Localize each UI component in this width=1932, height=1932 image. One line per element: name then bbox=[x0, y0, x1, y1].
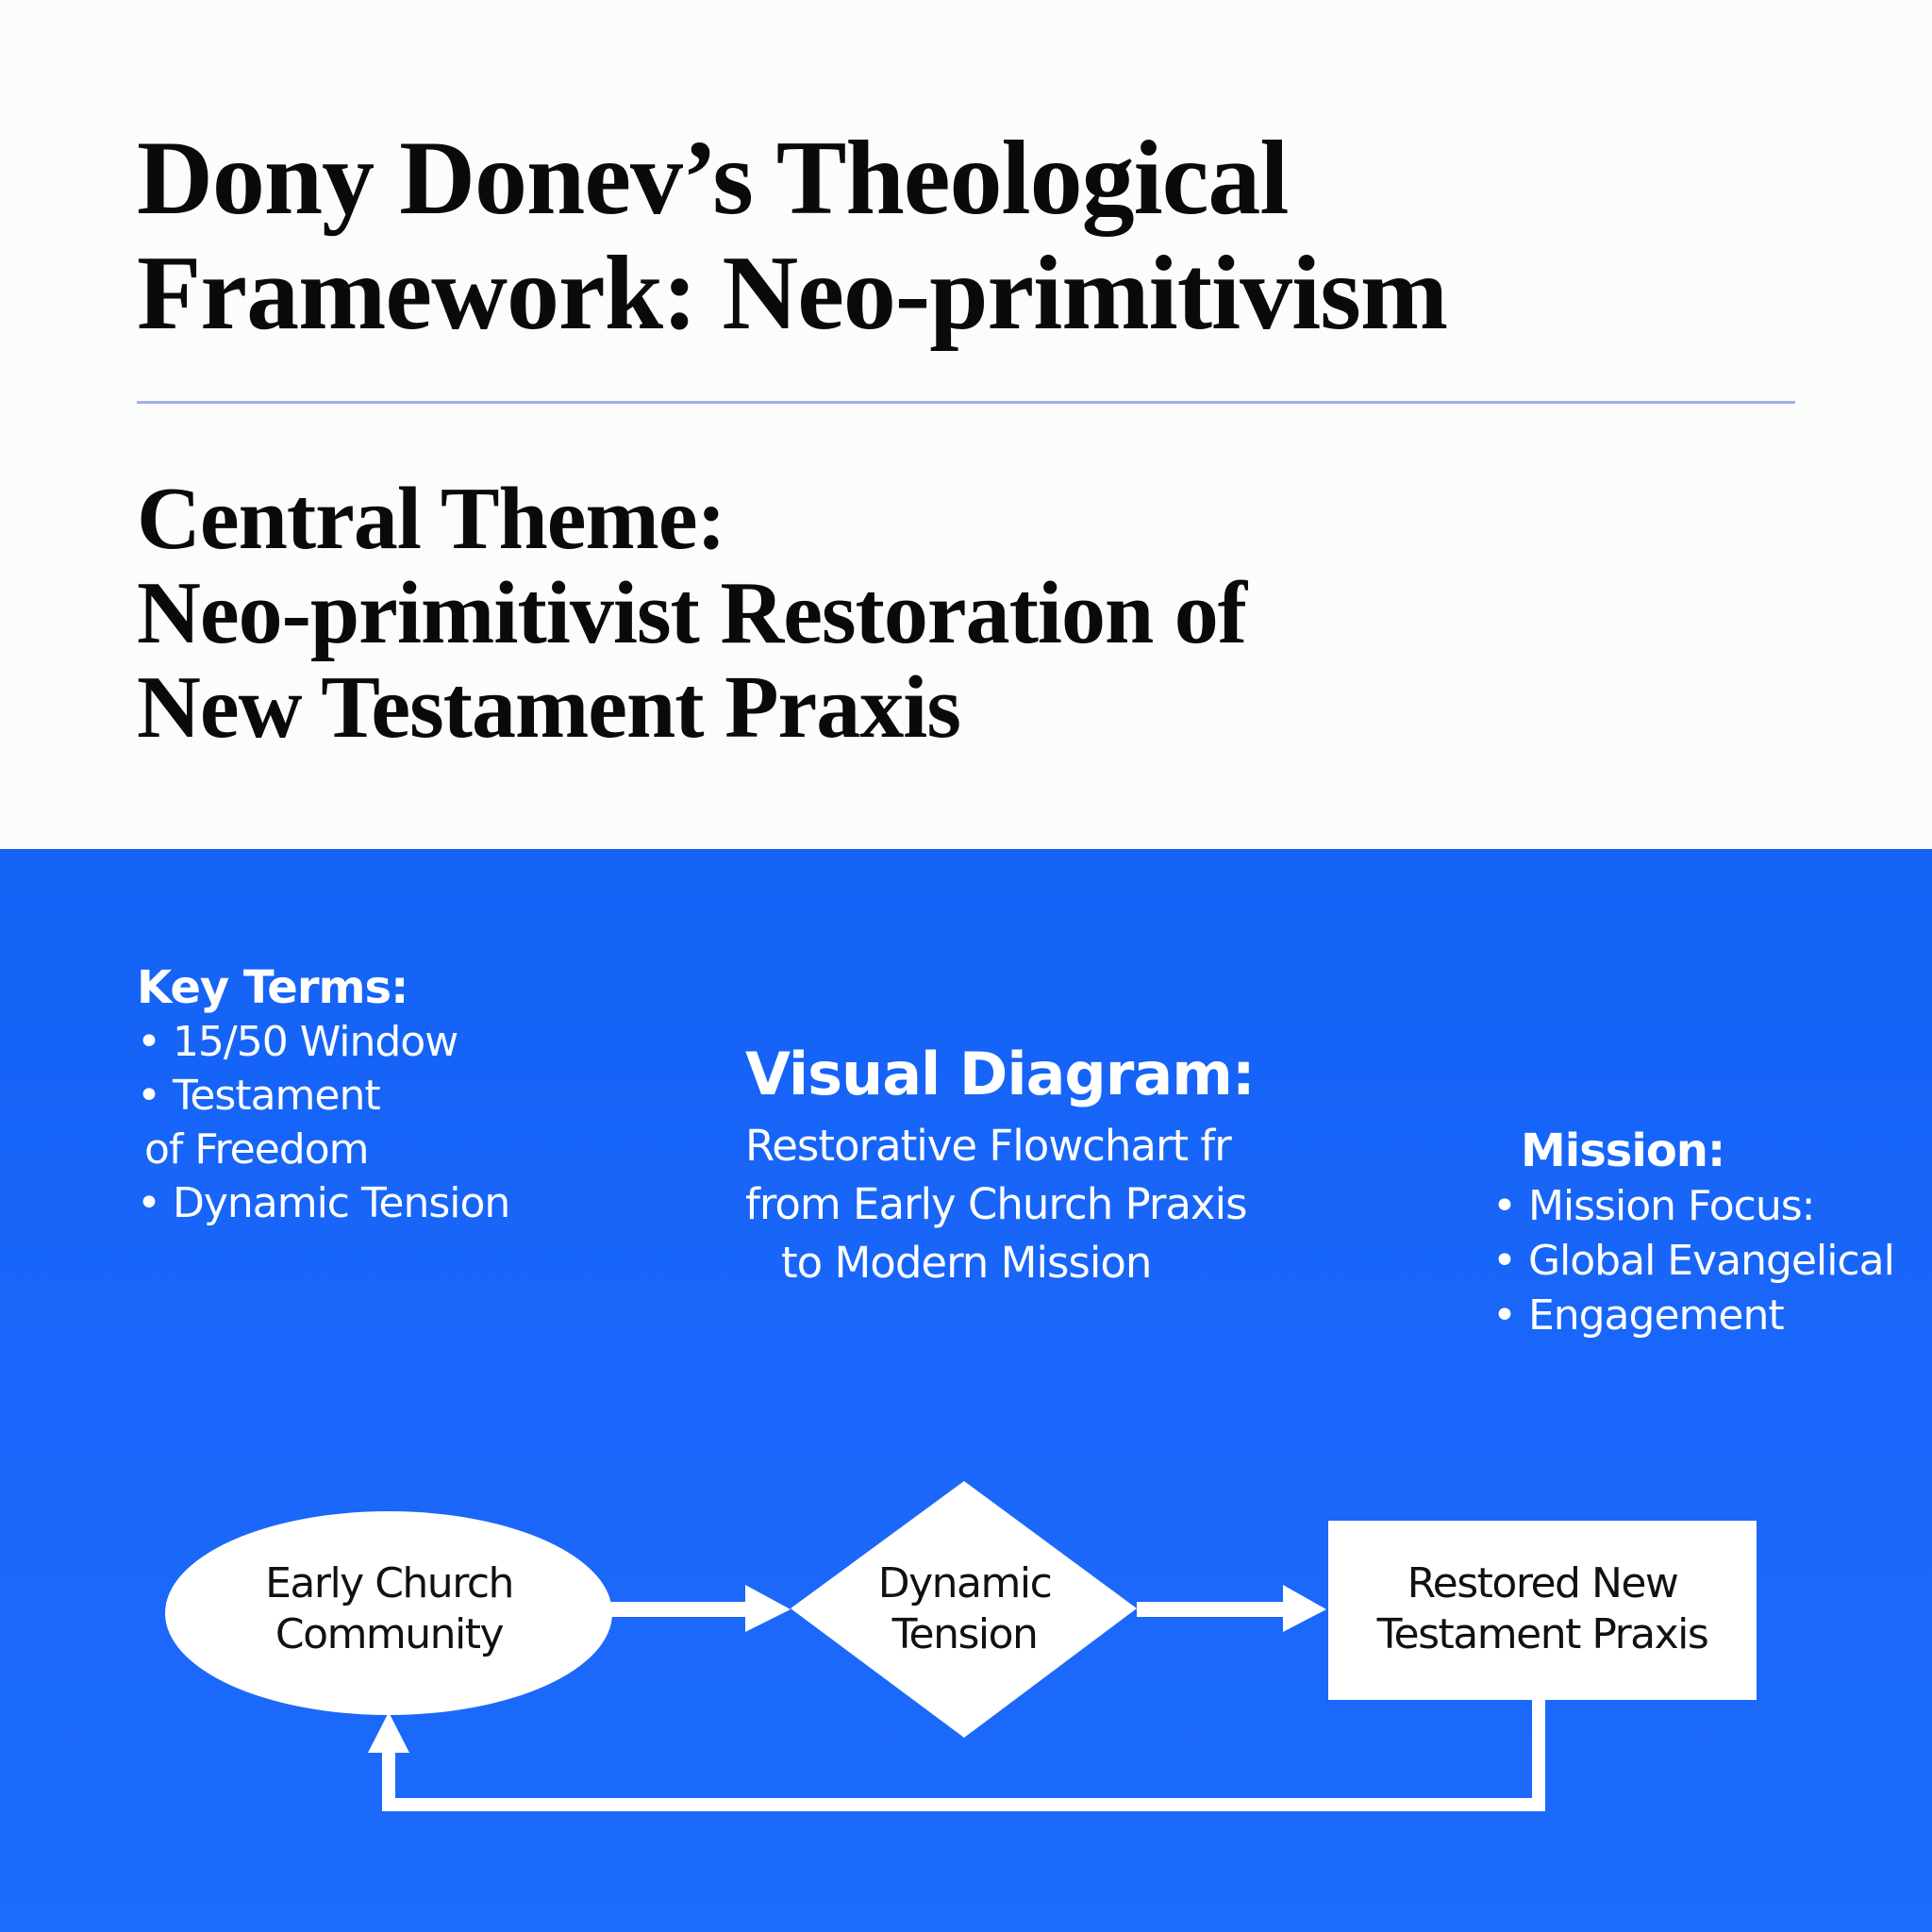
node-label-line: Testament Praxis bbox=[1376, 1610, 1709, 1658]
mission-item: • Engagement bbox=[1492, 1291, 1785, 1340]
central-theme-line-3: New Testament Praxis bbox=[137, 658, 961, 757]
node-label-line: Community bbox=[275, 1610, 505, 1658]
mission-item: • Global Evangelical bbox=[1492, 1237, 1895, 1285]
visual-diagram-heading: Visual Diagram: bbox=[745, 1040, 1256, 1108]
mission-panel: Mission: • Mission Focus: • Global Evang… bbox=[1492, 1123, 1895, 1343]
key-term-item: • 15/50 Window bbox=[137, 1018, 458, 1066]
node-restored-praxis-label: Restored New Testament Praxis bbox=[1328, 1558, 1757, 1660]
node-label-line: Restored New bbox=[1407, 1559, 1679, 1607]
page-title: Dony Donev’s Theological Framework: Neo-… bbox=[137, 121, 1835, 351]
node-early-church-label: Early Church Community bbox=[208, 1558, 571, 1660]
node-dynamic-tension-label: Dynamic Tension bbox=[830, 1558, 1099, 1660]
mission-item: • Mission Focus: bbox=[1492, 1182, 1815, 1230]
central-theme-label: Central Theme: bbox=[137, 470, 726, 568]
divider bbox=[137, 401, 1795, 404]
key-terms-panel: Key Terms: • 15/50 Window • Testament of… bbox=[137, 960, 510, 1230]
header-section: Dony Donev’s Theological Framework: Neo-… bbox=[0, 0, 1932, 849]
node-label-line: Tension bbox=[891, 1610, 1039, 1658]
key-term-item-continued: of Freedom bbox=[144, 1125, 369, 1174]
central-theme: Central Theme: Neo-primitivist Restorati… bbox=[137, 472, 1835, 755]
mission-heading: Mission: bbox=[1521, 1124, 1725, 1177]
visual-diagram-line: Restorative Flowchart fr bbox=[745, 1121, 1232, 1171]
node-label-line: Dynamic bbox=[877, 1559, 1053, 1607]
diagram-section bbox=[0, 849, 1932, 1932]
node-label-line: Early Church bbox=[265, 1559, 514, 1607]
visual-diagram-panel: Visual Diagram: Restorative Flowchart fr… bbox=[745, 1038, 1256, 1292]
key-term-item: • Testament bbox=[137, 1072, 381, 1120]
key-term-item: • Dynamic Tension bbox=[137, 1179, 510, 1227]
central-theme-line-2: Neo-primitivist Restoration of bbox=[137, 564, 1247, 662]
visual-diagram-line: from Early Church Praxis bbox=[745, 1179, 1248, 1229]
title-line-2: Framework: Neo-primitivism bbox=[137, 235, 1448, 352]
title-line-1: Dony Donev’s Theological bbox=[137, 120, 1290, 237]
key-terms-heading: Key Terms: bbox=[137, 961, 408, 1014]
visual-diagram-line: to Modern Mission bbox=[781, 1238, 1152, 1288]
